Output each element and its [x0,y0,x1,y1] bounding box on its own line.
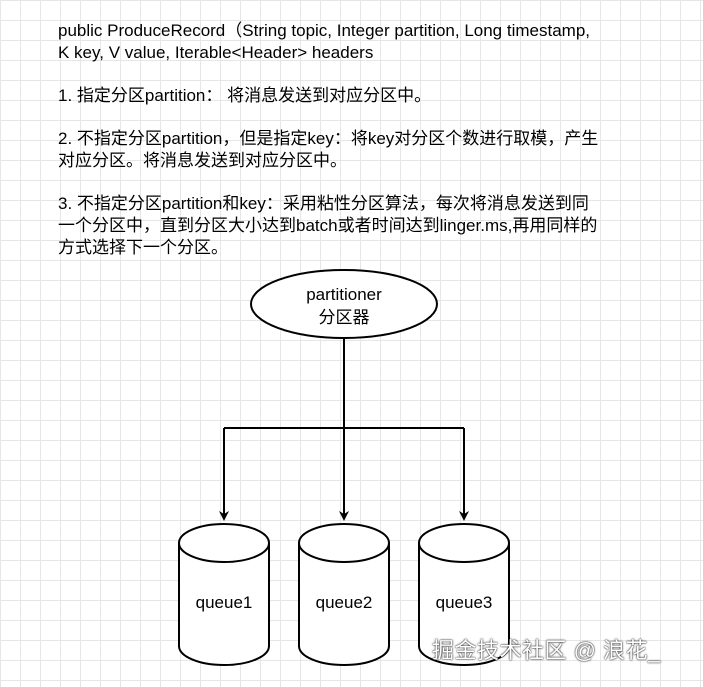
queue-node: queue2 [298,523,390,666]
partitioner-node: partitioner 分区器 [250,269,438,339]
cylinder-top [178,523,270,563]
rule-3-line-2: 一个分区中，直到分区大小达到batch或者时间达到linger.ms,再用同样的 [58,216,598,235]
cylinder-top [298,523,390,563]
signature-line-1: public ProduceRecord（String topic, Integ… [58,21,590,40]
queue-label: queue3 [436,593,493,612]
cylinder-body [178,543,270,666]
queue-node: queue1 [178,523,270,666]
signature-line-2: K key, V value, Iterable<Header> headers [58,43,374,62]
rule-3-line-1: 3. 不指定分区partition和key：采用粘性分区算法，每次将消息发送到同 [58,194,589,213]
queue-node: queue3 [418,523,510,666]
description-text: public ProduceRecord（String topic, Integ… [58,20,658,259]
rule-1-line: 1. 指定分区partition： 将消息发送到对应分区中。 [58,86,432,105]
rule-3-line-3: 方式选择下一个分区。 [58,238,228,257]
watermark: 掘金技术社区 @ 浪花_ [432,638,661,663]
queue-label: queue2 [316,593,373,612]
queue-label: queue1 [196,593,253,612]
rule-2-line-1: 2. 不指定分区partition，但是指定key：将key对分区个数进行取模，… [58,129,599,148]
partitioner-label: partitioner [306,285,382,304]
rule-2-line-2: 对应分区。将消息发送到对应分区中。 [58,151,347,170]
cylinder-top [418,523,510,563]
cylinder-body [298,543,390,666]
partitioner-sublabel: 分区器 [319,308,370,328]
connector-lines [219,338,469,521]
cylinder-body [418,543,510,666]
